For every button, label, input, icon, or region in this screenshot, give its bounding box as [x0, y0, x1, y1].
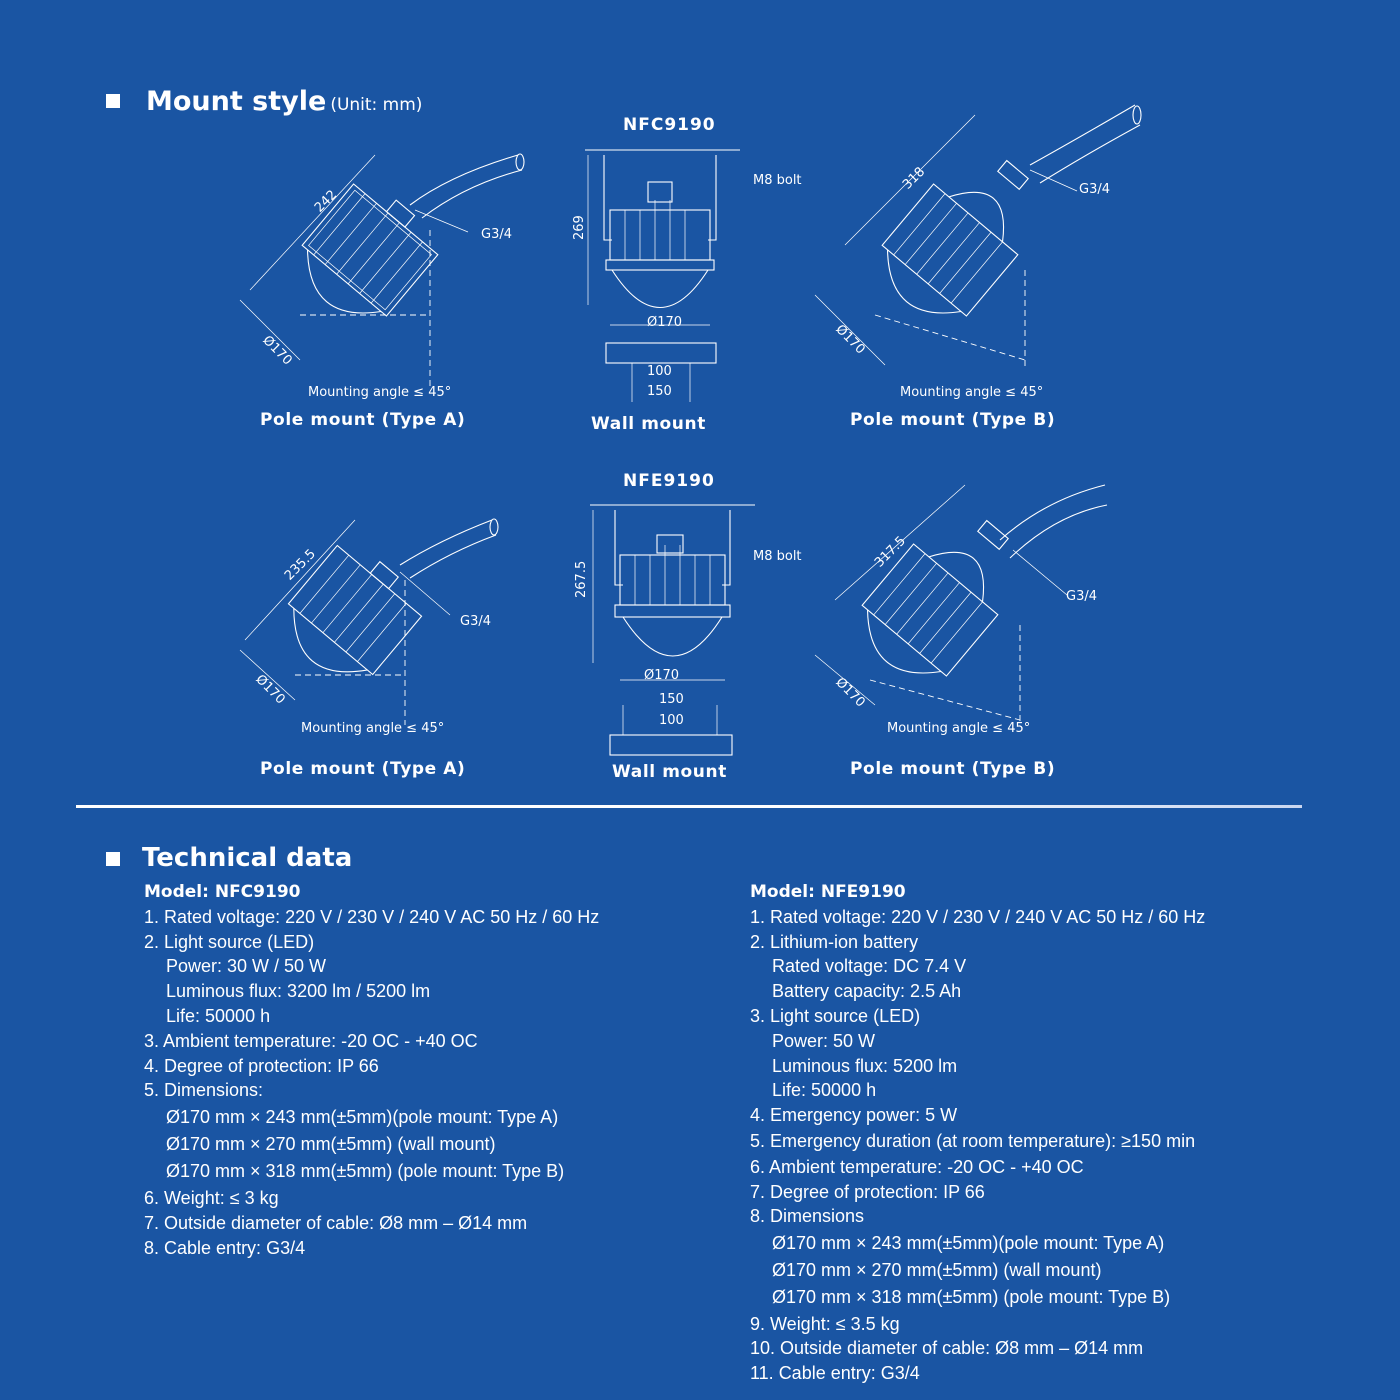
tech-nfe-line: 2. Lithium-ion battery	[750, 931, 919, 952]
nfc-pole-a-cable: G3/4	[481, 227, 512, 242]
nfc-wall-bolt: M8 bolt	[753, 173, 802, 188]
model-label-nfe: NFE9190	[623, 471, 715, 491]
unit-label: (Unit: mm)	[330, 95, 423, 115]
mount-style-title: Mount style(Unit: mm)	[146, 86, 423, 117]
tech-nfe-line: Power: 50 W	[772, 1030, 876, 1051]
tech-nfe-line: 7. Degree of protection: IP 66	[750, 1181, 985, 1202]
tech-nfe-line: Battery capacity: 2.5 Ah	[772, 981, 962, 1002]
nfc-wall-drawing	[585, 149, 740, 402]
tech-nfc-column: Model: NFC9190 1. Rated voltage: 220 V /…	[144, 880, 599, 1261]
tech-nfc-line: Ø170 mm × 270 mm(±5mm) (wall mount)	[166, 1133, 496, 1154]
tech-nfe-model: Model: NFE9190	[750, 882, 906, 902]
tech-nfe-line: 9. Weight: ≤ 3.5 kg	[750, 1313, 900, 1334]
nfe-pole-a-angle: Mounting angle ≤ 45°	[301, 721, 445, 736]
nfc-pole-b-caption: Pole mount (Type B)	[850, 410, 1056, 430]
nfc-pole-b-cable: G3/4	[1079, 182, 1110, 197]
nfc-pole-b-angle: Mounting angle ≤ 45°	[900, 385, 1044, 400]
tech-nfe-line: Rated voltage: DC 7.4 V	[772, 956, 967, 977]
tech-nfe-line: 1. Rated voltage: 220 V / 230 V / 240 V …	[750, 906, 1206, 927]
tech-nfc-line: 8. Cable entry: G3/4	[144, 1238, 306, 1259]
nfe-pole-a-caption: Pole mount (Type A)	[260, 759, 466, 779]
tech-nfc-line: Luminous flux: 3200 lm / 5200 lm	[166, 981, 431, 1002]
tech-nfc-line: 5. Dimensions:	[144, 1080, 264, 1101]
section-bullet-tech	[106, 852, 120, 866]
nfc-pole-b-drawing	[814, 104, 1142, 370]
nfc-wall-caption: Wall mount	[591, 414, 706, 434]
nfc-pole-a-drawing	[239, 153, 525, 390]
nfc-pole-a-angle: Mounting angle ≤ 45°	[308, 385, 452, 400]
tech-nfc-line: Ø170 mm × 318 mm(±5mm) (pole mount: Type…	[166, 1160, 565, 1181]
tech-nfe-line: Ø170 mm × 270 mm(±5mm) (wall mount)	[772, 1259, 1102, 1280]
nfe-wall-dim-outer: 150	[659, 692, 684, 707]
nfc-wall-dim-outer: 150	[647, 384, 672, 399]
nfe-pole-b-caption: Pole mount (Type B)	[850, 759, 1056, 779]
section-bullet-mount	[106, 94, 120, 108]
nfe-wall-drawing	[590, 504, 755, 756]
nfe-pole-b-drawing	[814, 484, 1108, 725]
nfe-pole-a-cable: G3/4	[460, 614, 491, 629]
tech-nfe-line: 3. Light source (LED)	[750, 1005, 921, 1026]
tech-nfe-line: Luminous flux: 5200 lm	[772, 1055, 958, 1076]
nfc-pole-a-caption: Pole mount (Type A)	[260, 410, 466, 430]
tech-nfc-line: 7. Outside diameter of cable: Ø8 mm – Ø1…	[144, 1213, 528, 1234]
nfc-wall-dim-inner: 100	[647, 364, 672, 379]
tech-nfe-line: Ø170 mm × 243 mm(±5mm)(pole mount: Type …	[772, 1233, 1165, 1254]
tech-nfe-line: 10. Outside diameter of cable: Ø8 mm – Ø…	[750, 1338, 1144, 1359]
nfc-wall-height: 269	[572, 215, 587, 240]
nfe-wall-height: 267.5	[574, 560, 589, 598]
tech-nfc-line: Ø170 mm × 243 mm(±5mm)(pole mount: Type …	[166, 1107, 559, 1128]
tech-nfe-line: 11. Cable entry: G3/4	[750, 1363, 920, 1384]
tech-nfc-line: 4. Degree of protection: IP 66	[144, 1055, 379, 1076]
tech-nfc-line: 1. Rated voltage: 220 V / 230 V / 240 V …	[144, 906, 600, 927]
tech-nfe-line: 8. Dimensions	[750, 1206, 865, 1227]
nfe-pole-a-drawing	[239, 518, 499, 725]
tech-nfe-line: Life: 50000 h	[772, 1080, 877, 1101]
tech-nfc-model: Model: NFC9190	[144, 882, 301, 902]
model-label-nfc: NFC9190	[623, 115, 716, 135]
technical-data-title: Technical data	[142, 843, 353, 873]
nfe-wall-bolt: M8 bolt	[753, 549, 802, 564]
tech-nfe-line: 5. Emergency duration (at room temperatu…	[750, 1130, 1196, 1151]
tech-nfc-line: Power: 30 W / 50 W	[166, 956, 327, 977]
tech-nfc-line: Life: 50000 h	[166, 1005, 271, 1026]
tech-nfe-line: Ø170 mm × 318 mm(±5mm) (pole mount: Type…	[772, 1286, 1171, 1307]
tech-nfe-line: 6. Ambient temperature: -20 OC - +40 OC	[750, 1156, 1084, 1177]
tech-nfc-line: 3. Ambient temperature: -20 OC - +40 OC	[144, 1030, 478, 1051]
nfc-wall-diameter: Ø170	[647, 315, 683, 330]
tech-nfe-column: Model: NFE9190 1. Rated voltage: 220 V /…	[750, 880, 1205, 1386]
section-divider	[76, 805, 1302, 808]
nfe-wall-dim-inner: 100	[659, 713, 684, 728]
nfe-pole-b-angle: Mounting angle ≤ 45°	[887, 721, 1031, 736]
tech-nfc-line: 6. Weight: ≤ 3 kg	[144, 1187, 279, 1208]
tech-nfe-line: 4. Emergency power: 5 W	[750, 1105, 958, 1126]
tech-nfc-line: 2. Light source (LED)	[144, 931, 315, 952]
nfe-pole-b-cable: G3/4	[1066, 589, 1097, 604]
nfe-wall-diameter: Ø170	[644, 668, 680, 683]
nfe-wall-caption: Wall mount	[612, 762, 727, 782]
